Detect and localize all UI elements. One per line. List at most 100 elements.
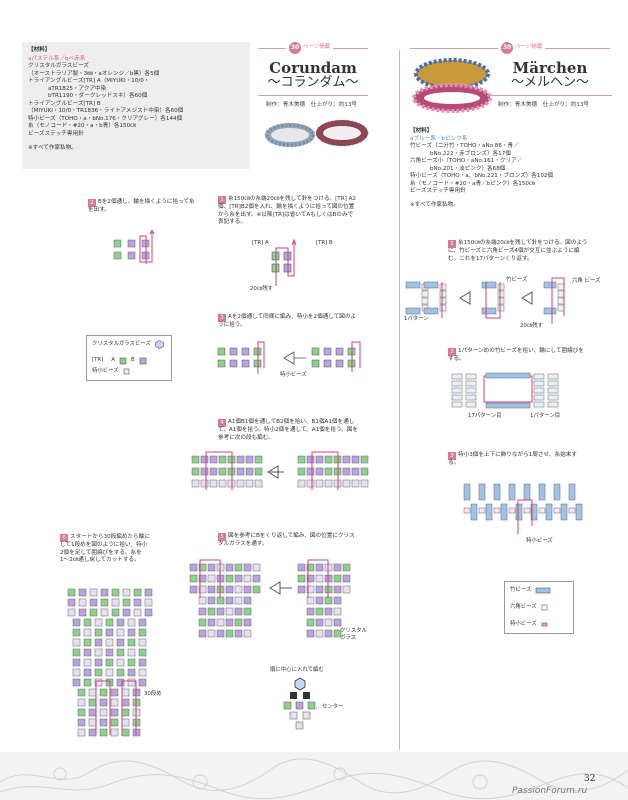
material-line: 特小ビーズ（TOHO・a、bNo.221・ブロンズ）各102個 <box>410 173 554 180</box>
bead <box>243 618 252 627</box>
bead <box>225 596 234 605</box>
bead <box>100 608 109 617</box>
legend-b-label: B <box>130 356 135 363</box>
material-line: トライアングルビーズ[TR] B <box>28 100 101 107</box>
step-text: Bを2個通し、輪を描くように拾って糸を出す。 <box>88 199 195 213</box>
bead <box>67 598 76 607</box>
bead <box>234 574 243 583</box>
bead <box>315 618 324 627</box>
bead <box>234 596 243 605</box>
legend-left: クリスタルガラスビーズ [TR] A B 特小ビーズ <box>86 335 172 381</box>
bead <box>333 618 342 627</box>
bead <box>94 618 103 627</box>
material-line: ビーズステッチ専用針 <box>28 131 84 138</box>
bamboo-bead <box>423 307 439 315</box>
bead <box>342 574 351 583</box>
bead <box>360 479 369 488</box>
bead <box>333 585 342 594</box>
arrow-left-icon <box>459 291 471 305</box>
material-line: 糸（モノコード・#20・a・b青）各150㎝ <box>28 123 136 130</box>
bead <box>333 596 342 605</box>
product-photo <box>264 119 369 148</box>
bead <box>88 688 97 697</box>
hex-bead <box>439 297 447 305</box>
bead <box>144 598 153 607</box>
arrow-left-icon <box>267 465 279 479</box>
bead <box>116 678 125 687</box>
bead <box>127 628 136 637</box>
bead <box>105 658 114 667</box>
step-text: 図を参考にBをくり返して編み、図の位置にクリスタルガラスを通す。 <box>218 533 355 547</box>
bead <box>225 574 234 583</box>
bead <box>198 574 207 583</box>
bead <box>72 678 81 687</box>
bead <box>207 585 216 594</box>
bead <box>225 585 234 594</box>
label-row30: 30段め <box>144 691 162 697</box>
step-number: 4 <box>218 419 226 427</box>
bead <box>236 467 245 476</box>
label-tra: [TR] A <box>252 240 269 246</box>
material-line: 特小ビーズ（TOHO・a・bNo.176・クリアグレー）各144個 <box>28 115 183 122</box>
materials-note: ※すべて作家私物。 <box>410 201 459 208</box>
bead <box>144 608 153 617</box>
page-divider <box>399 50 400 750</box>
bead <box>77 708 86 717</box>
thread-path <box>95 680 111 735</box>
hex-bead <box>421 290 429 298</box>
bead <box>225 563 234 572</box>
bead <box>138 648 147 657</box>
seed-bead <box>508 507 516 514</box>
bead <box>99 698 108 707</box>
hex-bead <box>451 373 463 380</box>
bead <box>306 574 315 583</box>
bead <box>138 658 147 667</box>
bead <box>243 629 252 638</box>
materials-heading: 【材料】 <box>410 128 433 134</box>
materials-variants: aパステル系／bベ赤系 <box>28 55 86 62</box>
bead <box>133 608 142 617</box>
title-en: Corundam <box>269 59 357 77</box>
diagram-right-step-2 <box>451 372 559 409</box>
bead <box>110 718 119 727</box>
bead <box>243 585 252 594</box>
arrow-left-icon <box>269 581 281 595</box>
materials-note: ※すべて作家私物。 <box>28 144 77 151</box>
seed-bead <box>493 507 501 514</box>
bamboo-bead <box>500 503 508 521</box>
step-text: スタートから30段編めたら輪にして1段めを図のように拾い、特小2個を足して囲繞び… <box>60 534 150 564</box>
hex-bead <box>497 283 505 291</box>
bead <box>225 629 234 638</box>
material-line: aTR1825・アクア中染 <box>48 85 107 92</box>
bead <box>138 678 147 687</box>
bamboo-bead <box>405 281 421 289</box>
bead <box>89 598 98 607</box>
bead <box>94 628 103 637</box>
bead <box>105 638 114 647</box>
bead <box>77 728 86 737</box>
hex-bead <box>533 394 545 401</box>
bead <box>83 668 92 677</box>
label-leave20-right: 20㎝残す <box>520 323 544 329</box>
hex-bead <box>465 394 477 401</box>
title-jp: 〜コランダム〜 <box>267 75 359 90</box>
label-trb: [TR] B <box>316 240 333 246</box>
bead <box>207 607 216 616</box>
bead <box>121 698 130 707</box>
bamboo-bead <box>481 281 497 289</box>
bead <box>116 648 125 657</box>
bracelet-b <box>315 119 369 147</box>
bead <box>127 668 136 677</box>
label-tokusho: 特小ビーズ <box>280 372 307 378</box>
bamboo-bead <box>523 483 531 501</box>
hex-bead <box>451 401 463 408</box>
bead <box>351 479 360 488</box>
legend-seed-right-label: 特小ビーズ <box>510 620 537 627</box>
bead <box>105 668 114 677</box>
thread-path <box>485 282 501 319</box>
bead <box>207 563 216 572</box>
legend-seed-right: 特小ビーズ <box>510 619 568 630</box>
bead <box>89 588 98 597</box>
bead <box>254 455 263 464</box>
bead <box>234 563 243 572</box>
